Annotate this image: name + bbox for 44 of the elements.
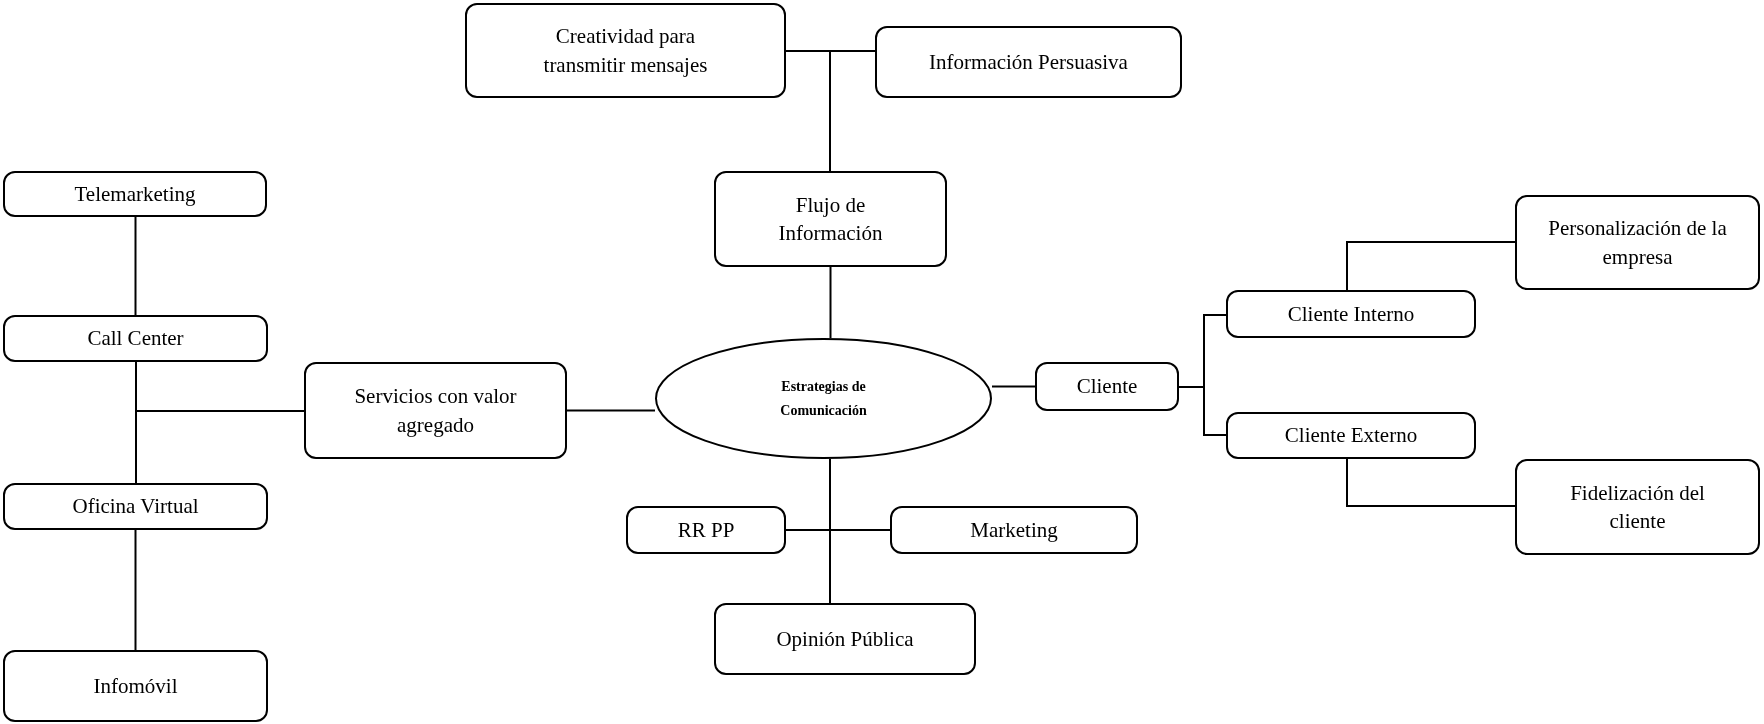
connector-line (134, 529, 137, 651)
rounded-box (890, 506, 1138, 554)
node-label: Fidelización del cliente (1569, 479, 1706, 535)
node-label: Oficina Virtual (72, 493, 199, 521)
node-label: Flujo de Información (777, 191, 884, 247)
rounded-box (1515, 195, 1760, 290)
rounded-box (1035, 362, 1179, 411)
rounded-box (626, 506, 786, 554)
connector-line (1346, 458, 1516, 507)
node-label: Creatividad para transmitir mensajes (542, 23, 709, 79)
connector-line (829, 458, 831, 604)
connector-line (829, 50, 876, 172)
node-label: Marketing (970, 516, 1058, 544)
connector-line (134, 216, 137, 316)
rounded-box (1515, 459, 1760, 555)
rounded-box (875, 26, 1182, 98)
rounded-box (3, 171, 267, 217)
connector-line (566, 409, 656, 412)
node-label: Telemarketing (74, 180, 196, 208)
node-label: RR PP (677, 516, 735, 544)
node-label: Cliente Externo (1284, 422, 1418, 450)
connector-line (135, 410, 305, 484)
rounded-box (1226, 412, 1476, 459)
rounded-box (714, 603, 976, 675)
node-label: Cliente Interno (1287, 300, 1415, 328)
rounded-box (714, 171, 947, 267)
node-label: Infomóvil (93, 672, 178, 700)
node-label: Call Center (87, 325, 184, 353)
node-label: Opinión Pública (776, 625, 914, 653)
node-label: Estrategias de Comunicación (779, 377, 868, 420)
rounded-box (1226, 290, 1476, 338)
connector-line (991, 385, 1036, 388)
connector-line (1346, 241, 1516, 291)
rounded-box (3, 315, 268, 362)
connector-line (1178, 386, 1227, 436)
node-label: Cliente (1076, 373, 1138, 401)
node-label: Servicios con valor agregado (353, 383, 518, 439)
rounded-box (3, 650, 268, 722)
rounded-box (465, 3, 786, 98)
node-label: Personalización de la empresa (1547, 215, 1728, 271)
connector-line (829, 266, 832, 339)
rounded-box (3, 483, 268, 530)
rounded-box (304, 362, 567, 459)
node-label: Información Persuasiva (929, 48, 1128, 76)
